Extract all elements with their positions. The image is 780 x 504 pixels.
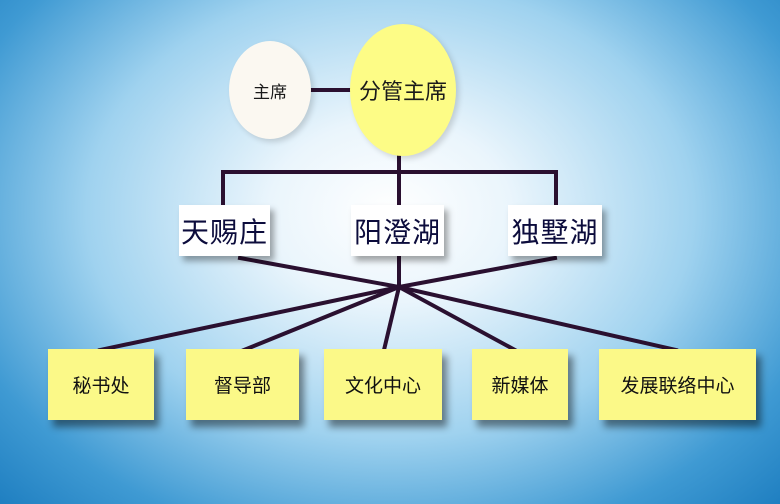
department-node: 文化中心 — [324, 349, 442, 420]
department-node: 督导部 — [186, 349, 299, 420]
department-label: 新媒体 — [491, 375, 549, 397]
chair-label: 主席 — [253, 82, 287, 103]
department-node: 秘书处 — [48, 349, 154, 420]
department-node: 发展联络中心 — [599, 349, 756, 420]
department-label: 秘书处 — [72, 375, 130, 397]
hub-to-dept-2 — [241, 284, 402, 353]
location-label: 天赐庄 — [180, 215, 268, 249]
location-left-to-hub — [237, 255, 402, 290]
location-node: 阳澄湖 — [351, 205, 444, 256]
hub-to-dept-5 — [396, 284, 679, 353]
hub-to-dept-4 — [396, 284, 518, 353]
department-label: 文化中心 — [344, 375, 421, 397]
location-label: 独墅湖 — [511, 215, 599, 249]
location-label: 阳澄湖 — [353, 215, 441, 249]
department-node: 新媒体 — [472, 349, 568, 420]
vice-chair-node: 分管主席 — [350, 24, 456, 156]
location-node: 独墅湖 — [508, 205, 602, 256]
hub-to-dept-3 — [381, 284, 402, 353]
chair-node: 主席 — [229, 41, 311, 139]
vice-chair-label: 分管主席 — [358, 80, 447, 105]
location-right-to-hub — [396, 255, 558, 290]
hub-to-dept-1 — [97, 284, 402, 353]
department-label: 督导部 — [213, 375, 271, 397]
location-node: 天赐庄 — [179, 205, 270, 256]
department-label: 发展联络中心 — [620, 375, 735, 397]
